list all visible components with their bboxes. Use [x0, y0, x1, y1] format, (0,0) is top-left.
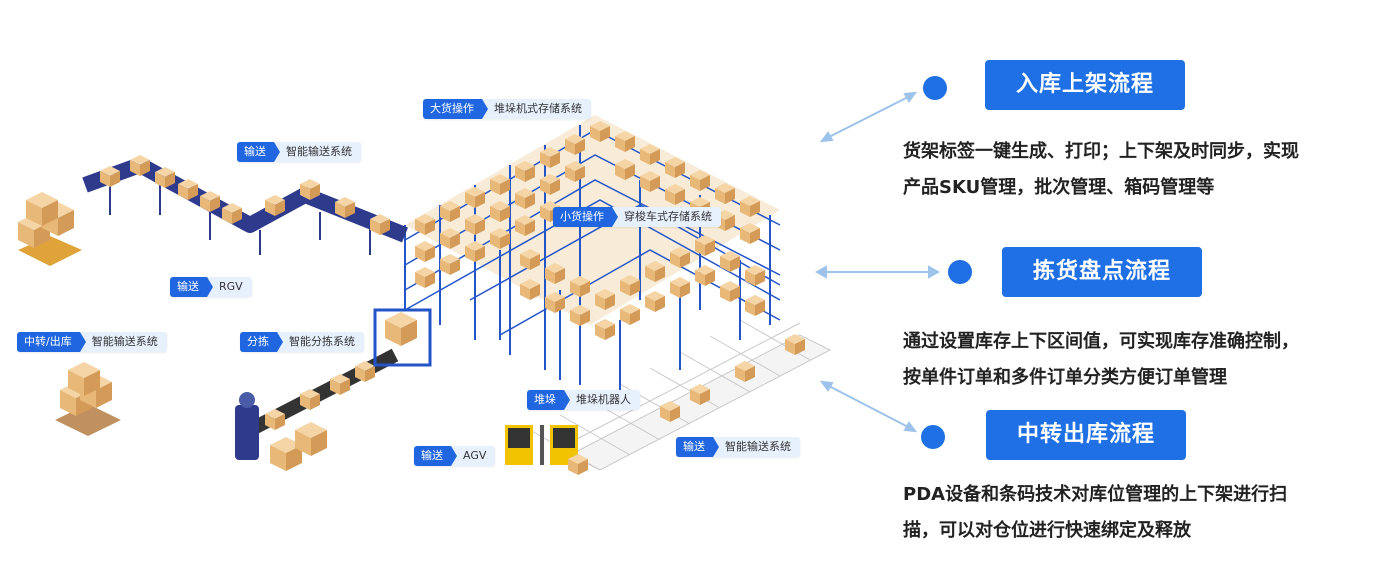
pallet-stack-bottom [55, 362, 121, 436]
tag-value: 穿梭车式存储系统 [612, 207, 721, 227]
agv-forklifts [505, 425, 588, 475]
process-title-outbound: 中转出库流程 [986, 410, 1186, 460]
desc-line: 描，可以对仓位进行快速绑定及释放 [903, 520, 1191, 541]
tag-key: 输送 [170, 277, 213, 297]
process-desc-picking: 通过设置库存上下区间值，可实现库存准确控制， 按单件订单和多件订单分类方便订单管… [903, 324, 1383, 396]
tag-key: 输送 [237, 142, 280, 162]
tag-key: 小货操作 [553, 207, 618, 227]
tag-key: 输送 [676, 437, 719, 457]
tag-value: 堆垛机式存储系统 [482, 99, 591, 119]
process-dot-picking [948, 260, 972, 284]
sorting-conveyor [235, 308, 432, 471]
desc-line: PDA设备和条码技术对库位管理的上下架进行扫 [903, 484, 1288, 505]
process-dot-outbound [921, 425, 945, 449]
tag-transfer-outbound: 中转/出库 智能输送系统 [17, 332, 167, 352]
tag-key: 堆垛 [527, 390, 570, 410]
tag-value: 智能输送系统 [79, 332, 167, 352]
tag-key: 输送 [414, 446, 457, 466]
tag-small-goods: 小货操作 穿梭车式存储系统 [553, 207, 721, 227]
process-dot-inbound [923, 76, 947, 100]
tag-value: 智能分拣系统 [277, 332, 364, 352]
tag-key: 中转/出库 [17, 332, 86, 352]
tag-value: 智能输送系统 [713, 437, 800, 457]
tag-sorting: 分拣 智能分拣系统 [240, 332, 364, 352]
process-desc-inbound: 货架标签一键生成、打印；上下架及时同步，实现 产品SKU管理，批次管理、箱码管理… [903, 134, 1383, 206]
tag-conveyor-bottom: 输送 智能输送系统 [676, 437, 800, 457]
process-title-inbound: 入库上架流程 [985, 60, 1185, 110]
tag-value: 堆垛机器人 [564, 390, 640, 410]
tag-value: RGV [207, 277, 252, 297]
desc-line: 通过设置库存上下区间值，可实现库存准确控制， [903, 331, 1299, 352]
storage-racks [404, 115, 805, 422]
tag-key: 分拣 [240, 332, 283, 352]
conveyor-top [82, 155, 408, 255]
tag-agv: 输送 AGV [414, 446, 496, 466]
process-title-picking: 拣货盘点流程 [1002, 247, 1202, 297]
desc-line: 产品SKU管理，批次管理、箱码管理等 [903, 177, 1215, 198]
tag-large-goods: 大货操作 堆垛机式存储系统 [423, 99, 591, 119]
tag-value: 智能输送系统 [274, 142, 361, 162]
tag-rgv: 输送 RGV [170, 277, 252, 297]
tag-conveyor-top: 输送 智能输送系统 [237, 142, 361, 162]
tag-value: AGV [451, 446, 496, 466]
connector-arrows [814, 91, 941, 433]
tag-stacker-robot: 堆垛 堆垛机器人 [527, 390, 640, 410]
desc-line: 按单件订单和多件订单分类方便订单管理 [903, 367, 1227, 388]
process-desc-outbound: PDA设备和条码技术对库位管理的上下架进行扫 描，可以对仓位进行快速绑定及释放 [903, 477, 1383, 549]
tag-key: 大货操作 [423, 99, 488, 119]
pallet-stack-top [18, 192, 82, 266]
desc-line: 货架标签一键生成、打印；上下架及时同步，实现 [903, 141, 1299, 162]
